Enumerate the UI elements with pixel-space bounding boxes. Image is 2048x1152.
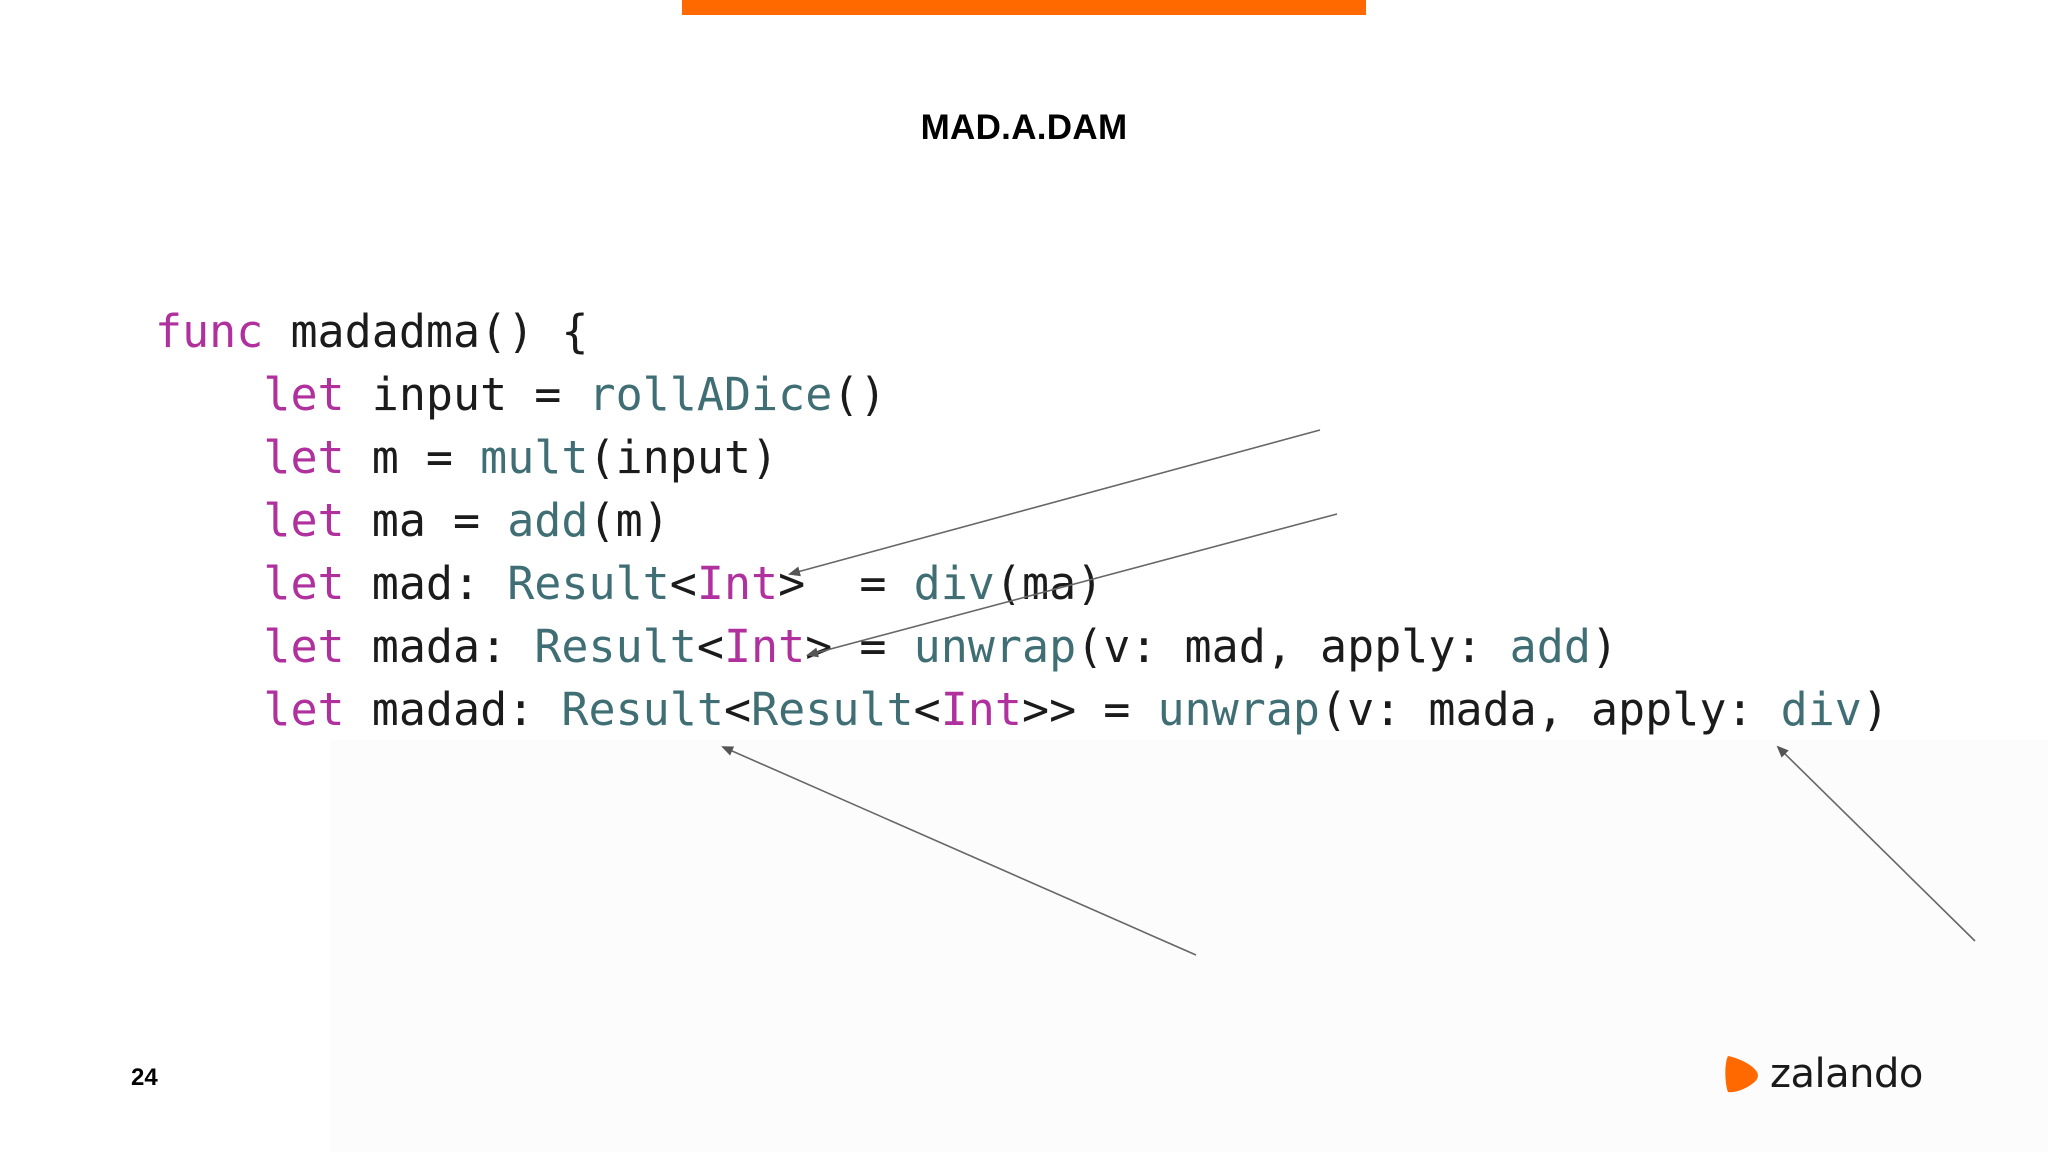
code-text: > = xyxy=(778,557,914,610)
code-line: let madad: Result<Result<Int>> = unwrap(… xyxy=(155,678,1889,741)
accent-bar xyxy=(682,0,1366,15)
code-identifier: mult xyxy=(480,431,589,484)
code-text: mad: xyxy=(344,557,508,610)
code-identifier: rollADice xyxy=(588,368,833,421)
code-block: func madadma() { let input = rollADice()… xyxy=(155,300,1889,741)
code-text: (input) xyxy=(588,431,779,484)
logo-text: zalando xyxy=(1770,1051,1923,1097)
code-text: () xyxy=(832,368,887,421)
arrow-to-mada-type xyxy=(806,513,1338,658)
code-line: let mada: Result<Int> = unwrap(v: mad, a… xyxy=(155,615,1889,678)
zalando-flag-icon xyxy=(1725,1056,1758,1093)
code-keyword: Int xyxy=(723,620,806,673)
code-keyword: Int xyxy=(696,557,779,610)
code-identifier: add xyxy=(1509,620,1591,673)
arrow-to-mad-type xyxy=(788,429,1321,577)
code-identifier: Result xyxy=(751,683,914,736)
code-image-background xyxy=(330,740,2048,1152)
code-keyword: let xyxy=(263,557,345,610)
code-identifier: div xyxy=(1780,683,1862,736)
code-text: > = xyxy=(805,620,914,673)
code-keyword: let xyxy=(263,494,345,547)
code-identifier: Result xyxy=(534,620,697,673)
code-line: let ma = add(m) xyxy=(155,489,1889,552)
code-line: let mad: Result<Int> = div(ma) xyxy=(155,552,1889,615)
code-text: < xyxy=(696,620,724,673)
code-text: ) xyxy=(1590,620,1619,673)
slide-title: MAD.A.DAM xyxy=(920,108,1128,147)
code-keyword: let xyxy=(263,620,345,673)
arrow-to-div-call xyxy=(1776,745,1976,942)
code-keyword: let xyxy=(263,431,345,484)
code-text: ma = xyxy=(344,494,508,547)
code-text: ) xyxy=(1861,683,1889,736)
code-text: madad: xyxy=(344,683,562,736)
code-identifier: div xyxy=(913,557,995,610)
code-text: (v: mad, apply: xyxy=(1076,620,1510,673)
page-number: 24 xyxy=(131,1064,158,1091)
code-keyword: Int xyxy=(940,683,1022,736)
code-text: m = xyxy=(344,431,481,484)
code-line: let input = rollADice() xyxy=(155,363,1889,426)
code-text: madadma() { xyxy=(263,305,589,358)
code-identifier: Result xyxy=(561,683,724,736)
code-text: (m) xyxy=(588,494,670,547)
code-identifier: unwrap xyxy=(913,620,1077,673)
code-text: < xyxy=(913,683,941,736)
code-keyword: let xyxy=(263,368,345,421)
code-keyword: func xyxy=(155,305,264,358)
code-identifier: unwrap xyxy=(1157,683,1321,736)
code-identifier: add xyxy=(507,494,589,547)
code-keyword: let xyxy=(263,683,345,736)
code-text: input = xyxy=(344,368,589,421)
code-line: let m = mult(input) xyxy=(155,426,1889,489)
code-line: func madadma() { xyxy=(155,300,1889,363)
code-text: < xyxy=(669,557,697,610)
code-text: mada: xyxy=(344,620,535,673)
code-identifier: Result xyxy=(507,557,670,610)
code-text: < xyxy=(723,683,752,736)
code-text: (v: mada, apply: xyxy=(1320,683,1781,736)
arrow-to-madad-type xyxy=(721,746,1197,956)
zalando-logo: zalando xyxy=(1724,1051,1923,1097)
code-text: >> = xyxy=(1022,683,1158,736)
